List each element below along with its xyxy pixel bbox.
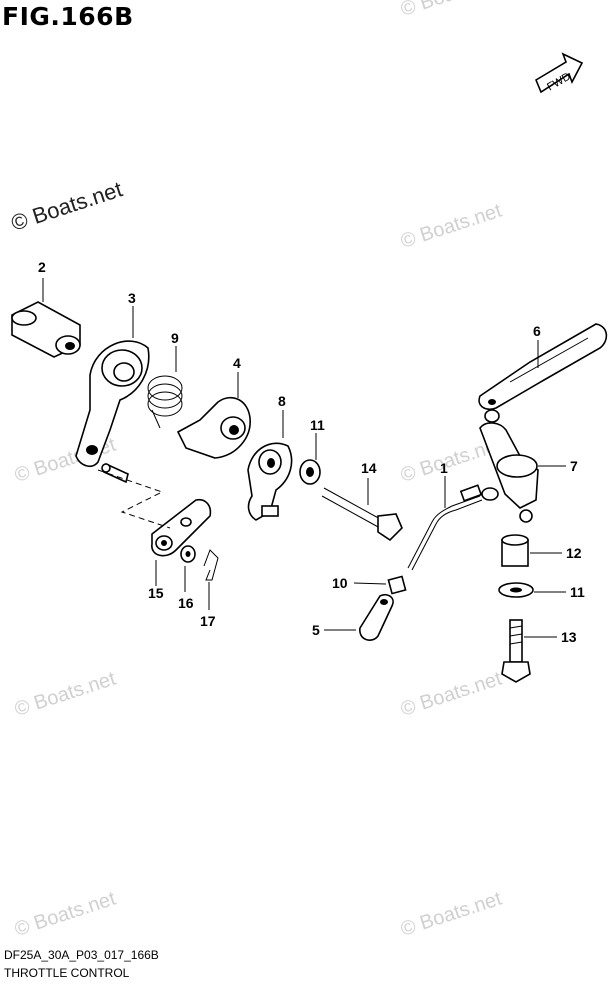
figure-title: FIG.166B — [2, 2, 134, 31]
callout-7: 7 — [570, 458, 578, 474]
part-12-collar — [501, 534, 562, 567]
callout-17: 17 — [200, 613, 216, 629]
callout-6: 6 — [533, 323, 541, 339]
diagram-name: THROTTLE CONTROL — [4, 966, 130, 980]
callout-11-lower: 11 — [570, 584, 585, 600]
callout-9: 9 — [171, 330, 179, 346]
callout-4: 4 — [233, 355, 241, 371]
callout-14: 14 — [361, 460, 377, 476]
part-15-lever — [151, 498, 212, 586]
alignment-line — [97, 469, 171, 529]
callout-12: 12 — [566, 545, 582, 561]
fwd-arrow-icon: FWD — [534, 52, 584, 94]
part-8-lever — [247, 410, 293, 521]
callout-11: 11 — [310, 417, 325, 433]
part-16-washer — [180, 545, 196, 592]
callout-3: 3 — [128, 290, 136, 306]
part-11-washer-lower — [498, 582, 566, 598]
pin-part — [101, 462, 129, 484]
part-7-link-arm — [479, 422, 566, 523]
part-1-throttle-rod — [407, 476, 499, 571]
callout-8: 8 — [278, 393, 286, 409]
part-4-cam — [176, 372, 251, 459]
part-6-throttle-arm — [478, 323, 608, 423]
part-9-spring — [147, 346, 183, 429]
callout-16: 16 — [178, 595, 194, 611]
callout-1: 1 — [440, 460, 448, 476]
part-11-washer — [299, 433, 321, 485]
part-5-rod-end — [324, 593, 394, 641]
part-17-clip — [203, 549, 219, 610]
part-3-throttle-lever — [75, 306, 150, 468]
part-14-bolt — [321, 478, 403, 542]
callout-15: 15 — [148, 585, 164, 601]
callout-5: 5 — [312, 622, 320, 638]
callout-2: 2 — [38, 259, 46, 275]
part-2-collar — [11, 278, 81, 358]
callout-13: 13 — [561, 629, 577, 645]
part-10-sleeve — [353, 575, 407, 595]
callout-10: 10 — [332, 575, 348, 591]
diagram-code: DF25A_30A_P03_017_166B — [4, 948, 159, 962]
part-13-bolt — [501, 619, 557, 683]
callout-labels: 2 3 9 4 8 11 14 6 1 7 12 10 11 5 13 15 1… — [38, 259, 585, 645]
